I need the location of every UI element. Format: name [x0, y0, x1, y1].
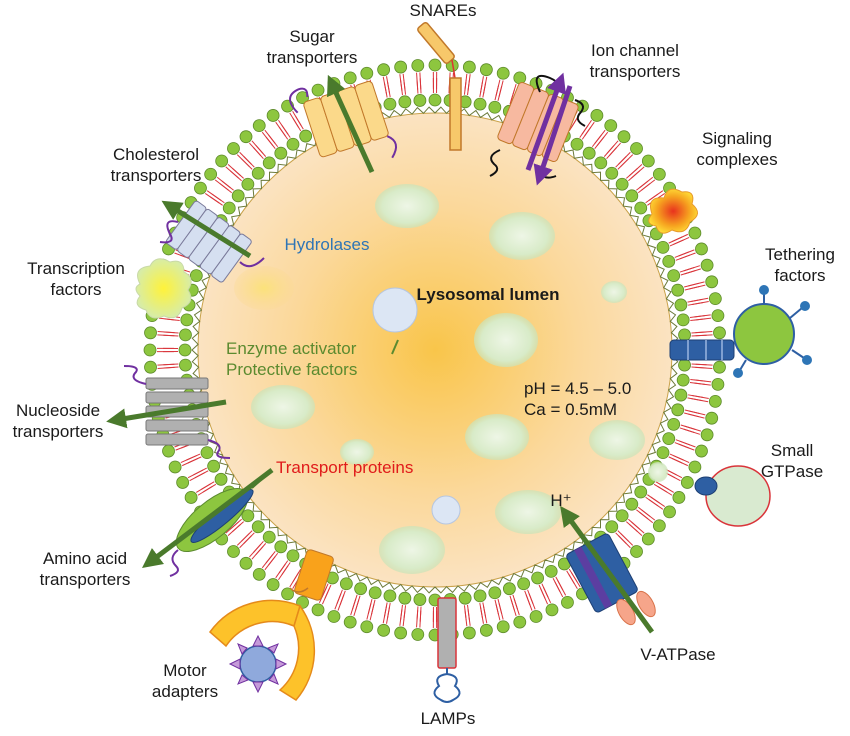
- label-transport-proteins: Transport proteins: [276, 457, 446, 478]
- label-lamps: LAMPs: [408, 708, 488, 729]
- lamp-protein: [434, 598, 459, 702]
- label-h-plus: H⁺: [546, 490, 576, 511]
- label-v-atpase: V-ATPase: [628, 644, 728, 665]
- label-snares: SNAREs: [398, 0, 488, 21]
- label-lysosomal-lumen: Lysosomal lumen: [408, 284, 568, 305]
- label-hydrolases: Hydrolases: [272, 234, 382, 255]
